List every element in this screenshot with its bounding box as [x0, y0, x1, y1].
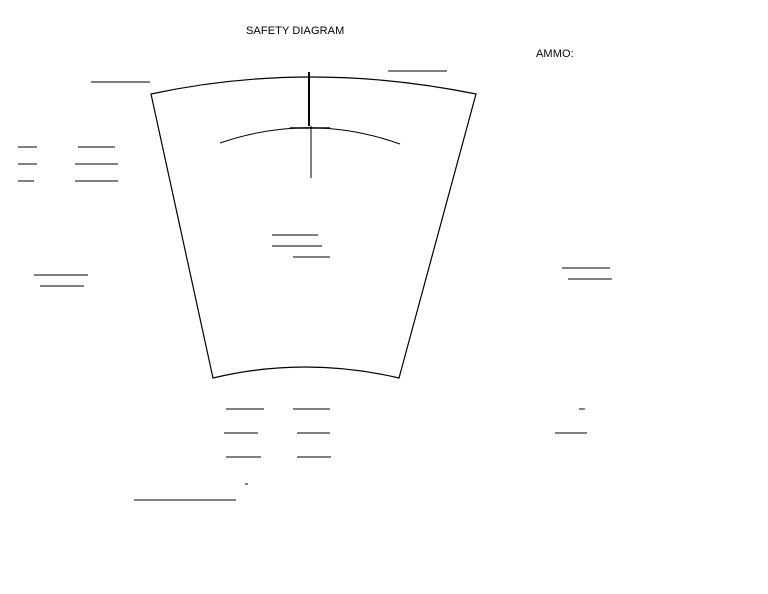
ammo-label: AMMO:	[536, 48, 574, 60]
inner-range-arc	[219, 127, 401, 145]
diagram-title: SAFETY DIAGRAM	[246, 25, 345, 37]
impact-area-outline	[150, 76, 477, 379]
